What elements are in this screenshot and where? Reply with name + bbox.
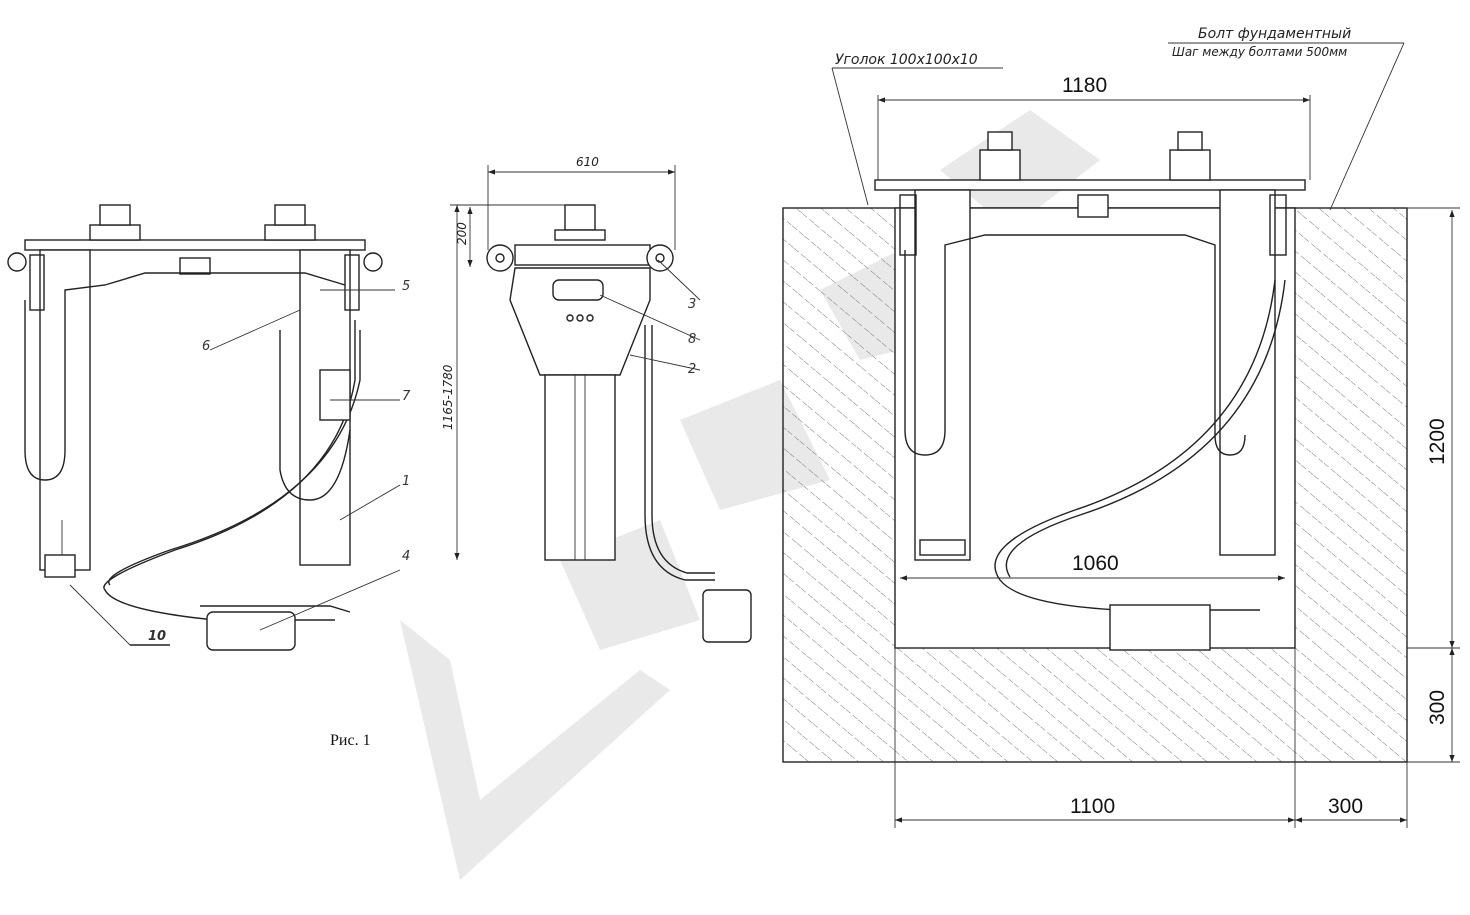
bolt-spacing-label: Шаг между болтами 500мм (1172, 45, 1347, 59)
dimension-width-610: 610 (576, 155, 599, 169)
callout-5: 5 (402, 279, 410, 294)
callout-4: 8 (688, 332, 696, 347)
callout-6: 6 (202, 339, 210, 354)
dimension-height-range: 1165-1780 (441, 364, 455, 430)
dimension-1100: 1100 (1070, 795, 1115, 818)
callout-7: 7 (402, 389, 411, 404)
callout-2: 2 (688, 362, 696, 377)
callout-1: 1 (402, 474, 410, 489)
dimension-300-depth: 300 (1426, 690, 1449, 725)
callout-10: 10 (148, 629, 166, 644)
dimension-1060: 1060 (1072, 552, 1119, 575)
callout-3: 3 (688, 297, 696, 312)
dimension-1200: 1200 (1426, 418, 1449, 465)
figure-side-view (450, 165, 752, 643)
angle-steel-label: Уголок 100х100х10 (835, 52, 978, 68)
dimension-300-width: 300 (1328, 795, 1363, 818)
figure-front-view (7, 204, 401, 651)
anchor-bolt-label: Болт фундаментный (1198, 26, 1351, 42)
pit-installation-view (782, 42, 1460, 828)
callout-8: 4 (402, 549, 410, 564)
dimension-1180: 1180 (1062, 74, 1107, 97)
dimension-200: 200 (455, 222, 469, 245)
figure-caption: Рис. 1 (330, 732, 371, 749)
